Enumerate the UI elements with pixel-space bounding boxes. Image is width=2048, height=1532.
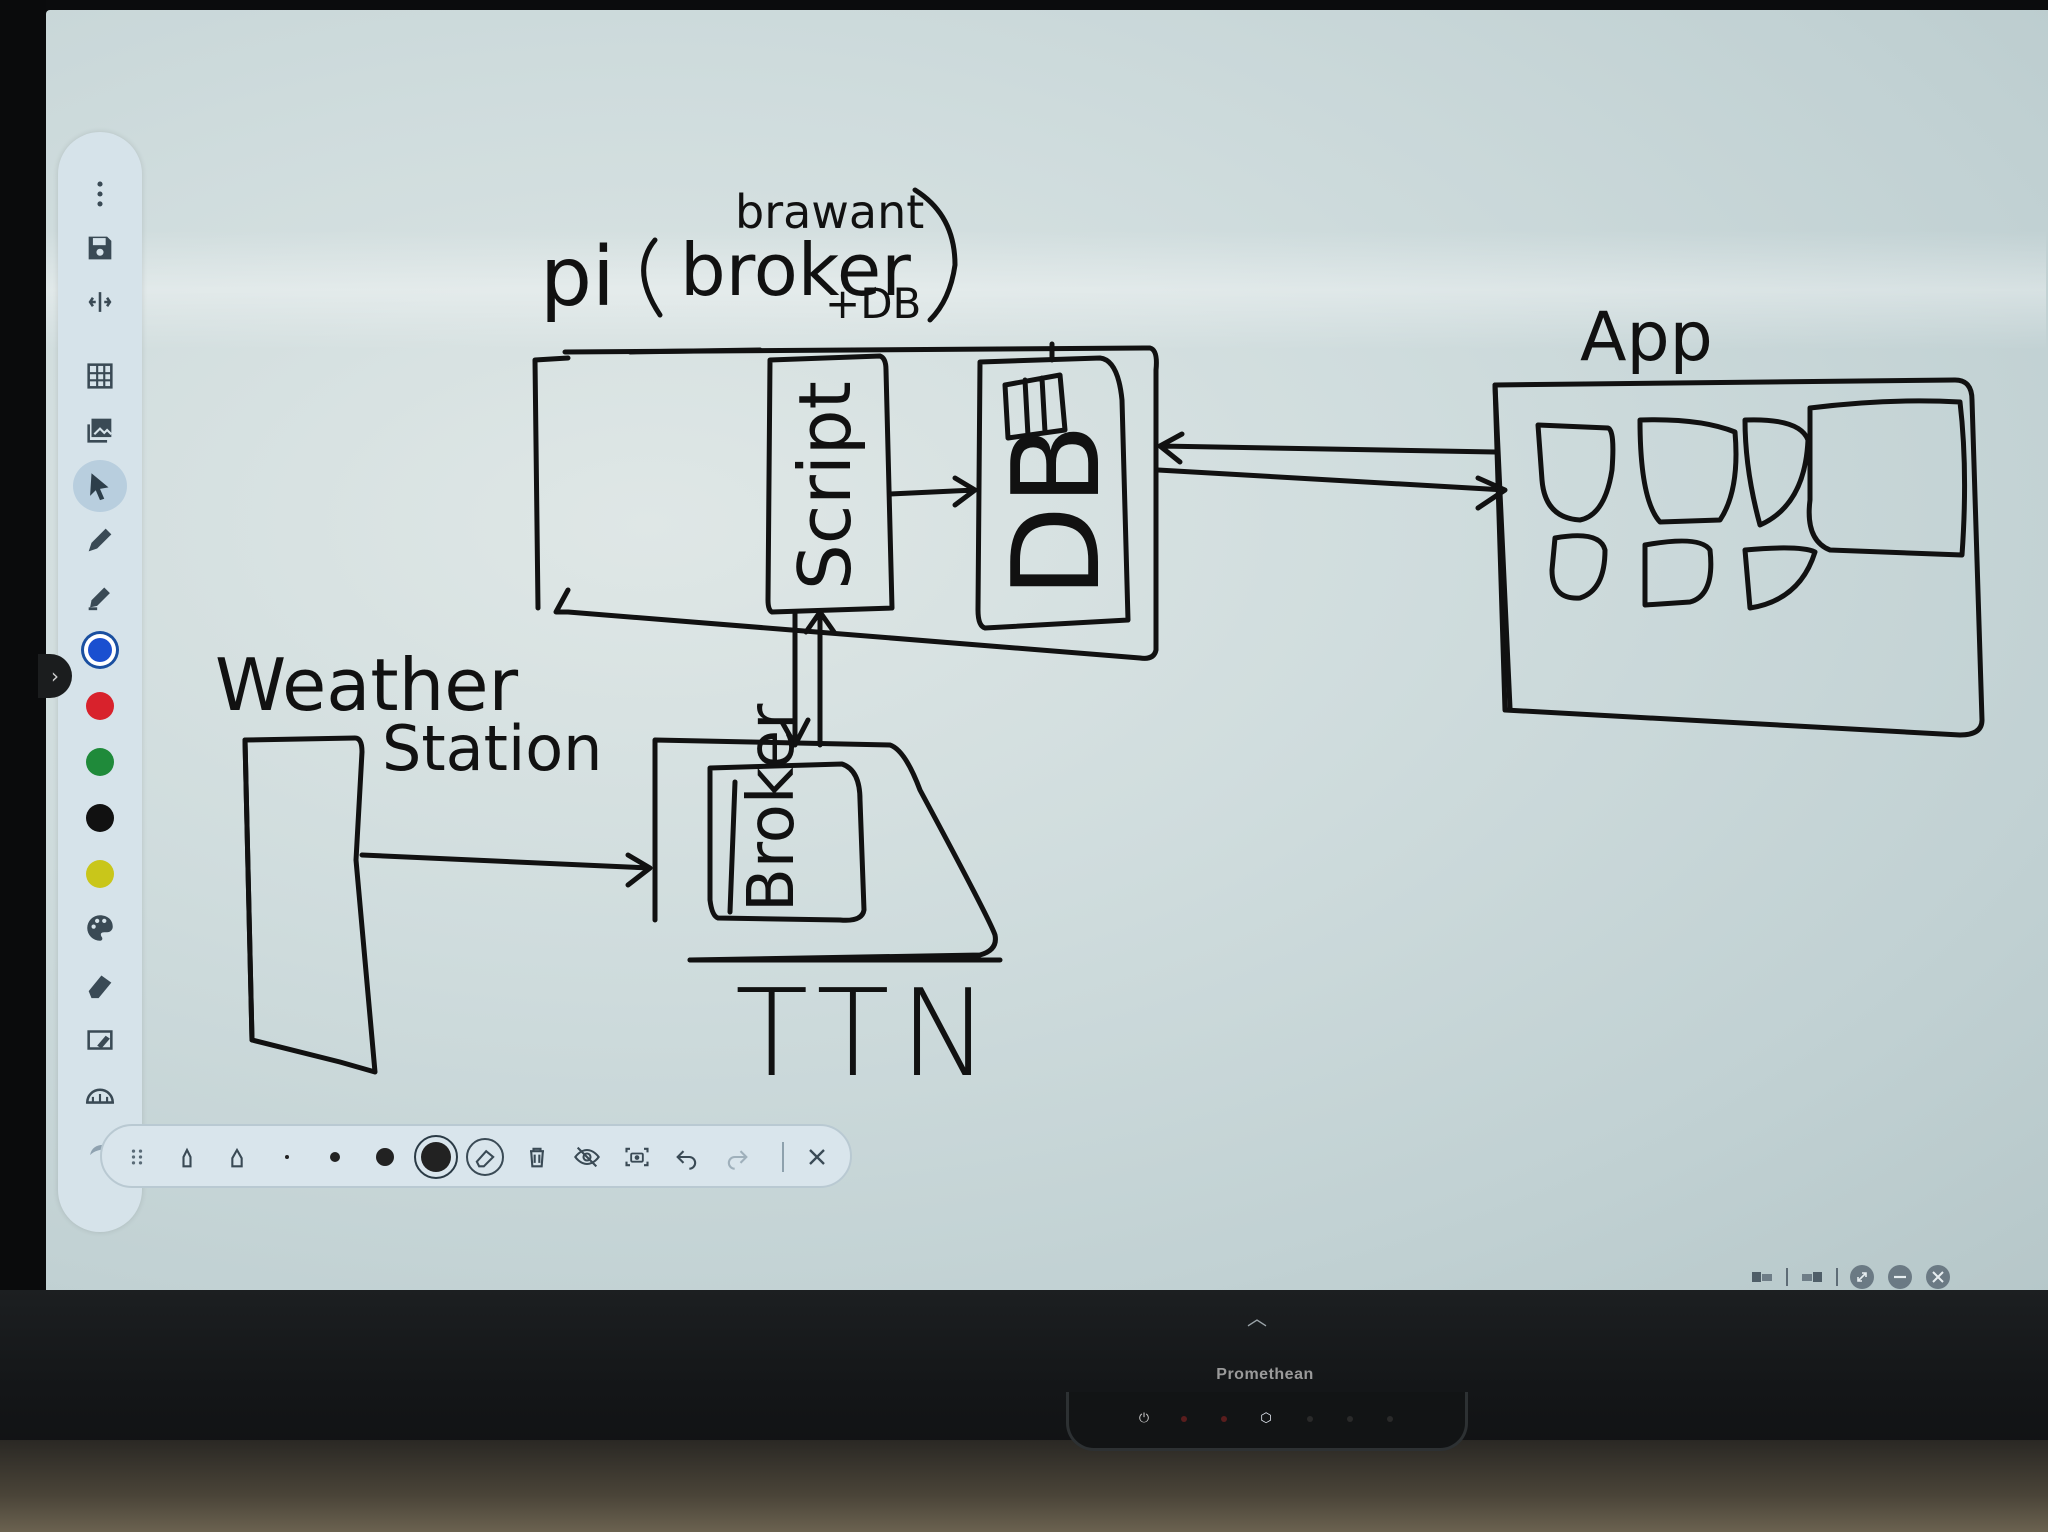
color-black-swatch[interactable] [58,796,142,840]
power-icon[interactable]: ⏻ [1138,1411,1150,1426]
app-box [1492,377,1985,738]
arrow-script-broker [779,609,811,748]
drag-handle-icon[interactable] [118,1138,156,1176]
screenshot-icon[interactable] [618,1138,656,1176]
arrow-ws-broker [359,852,653,888]
broker-box [707,761,867,923]
split-icon[interactable] [58,280,142,324]
color-red-swatch[interactable] [58,684,142,728]
divider [1836,1268,1838,1286]
size-large[interactable] [414,1135,458,1179]
color-yellow-swatch[interactable] [58,852,142,896]
arrow-db-app [1155,467,1508,511]
palette-icon[interactable] [58,906,142,950]
chevron-up-icon[interactable]: ︿ [1247,1306,1267,1330]
save-icon[interactable] [58,226,142,270]
indicator-dot [1181,1416,1187,1422]
grid-icon[interactable] [58,354,142,398]
monitor-bezel-left [0,0,46,1460]
undo-icon[interactable] [668,1138,706,1176]
pi-label: pi [540,230,615,325]
app-tile-7 [1742,545,1818,611]
eraser-icon[interactable] [58,962,142,1006]
size-medium[interactable] [366,1138,404,1176]
indicator-dot [1307,1416,1313,1422]
more-icon[interactable] [58,172,142,216]
weather-label: Weather [215,643,519,727]
screen-glare [46,230,2046,350]
color-green-swatch[interactable] [58,740,142,784]
app-tile-4 [1806,398,1968,558]
app-tile-2 [1637,417,1739,525]
script-box [765,353,895,615]
annotation-label: brawant [735,185,924,239]
highlighter-icon[interactable] [58,574,142,618]
app-tile-1 [1535,422,1616,523]
app-tile-6 [1642,538,1714,608]
window-controls [1748,1258,1952,1296]
broker-db-label: broker [680,228,911,312]
station-label: Station [382,712,602,785]
ruler-icon[interactable] [58,1072,142,1116]
expand-icon[interactable] [1848,1263,1876,1291]
pen-icon[interactable] [58,518,142,562]
indicator-dot [1221,1416,1227,1422]
dock-left-icon[interactable] [1748,1263,1776,1291]
dock-right-icon[interactable] [1798,1263,1826,1291]
background-room [0,1440,2048,1532]
select-icon[interactable] [58,460,142,512]
script-label: Script [783,381,867,590]
db-box [975,355,1131,631]
image-icon[interactable] [58,408,142,452]
close-window-icon[interactable] [1924,1263,1952,1291]
broker-label: Broker [735,703,809,912]
arrow-script-db [887,475,978,508]
weather-station-box [242,735,378,1075]
shape-eraser-icon[interactable] [58,1018,142,1062]
pen-settings-bar [100,1124,852,1188]
size-small[interactable] [316,1138,354,1176]
monitor-control-panel: ⏻ ⬡ [1066,1392,1468,1451]
app-tile-5 [1549,533,1608,601]
pen-tip-bold-icon[interactable] [218,1138,256,1176]
hide-icon[interactable] [568,1138,606,1176]
plus-db-label: +DB [825,279,921,328]
arrow-app-db [1157,431,1498,465]
redo-icon[interactable] [718,1138,756,1176]
trash-icon[interactable] [518,1138,556,1176]
home-icon[interactable]: ⬡ [1260,1411,1272,1426]
app-tile-3 [1742,417,1811,528]
divider [1786,1268,1788,1286]
eraser-circle-icon[interactable] [466,1138,504,1176]
pen-tip-icon[interactable] [168,1138,206,1176]
ttn-box [652,737,998,963]
db-label: DB [988,423,1127,598]
minimize-icon[interactable] [1886,1263,1914,1291]
left-toolbar [58,132,142,1232]
size-tiny[interactable] [268,1138,306,1176]
pi-box [532,345,1159,661]
color-blue-swatch[interactable] [58,628,142,672]
indicator-dot [1387,1416,1393,1422]
divider [782,1142,784,1172]
chevron-right-icon[interactable]: › [38,654,72,698]
arrow-broker-script [803,609,837,748]
app-label: App [1580,298,1713,377]
brand-logo: Promethean [1216,1366,1314,1383]
close-icon[interactable] [798,1138,836,1176]
ttn-label: TTN [735,965,999,1104]
indicator-dot [1347,1416,1353,1422]
